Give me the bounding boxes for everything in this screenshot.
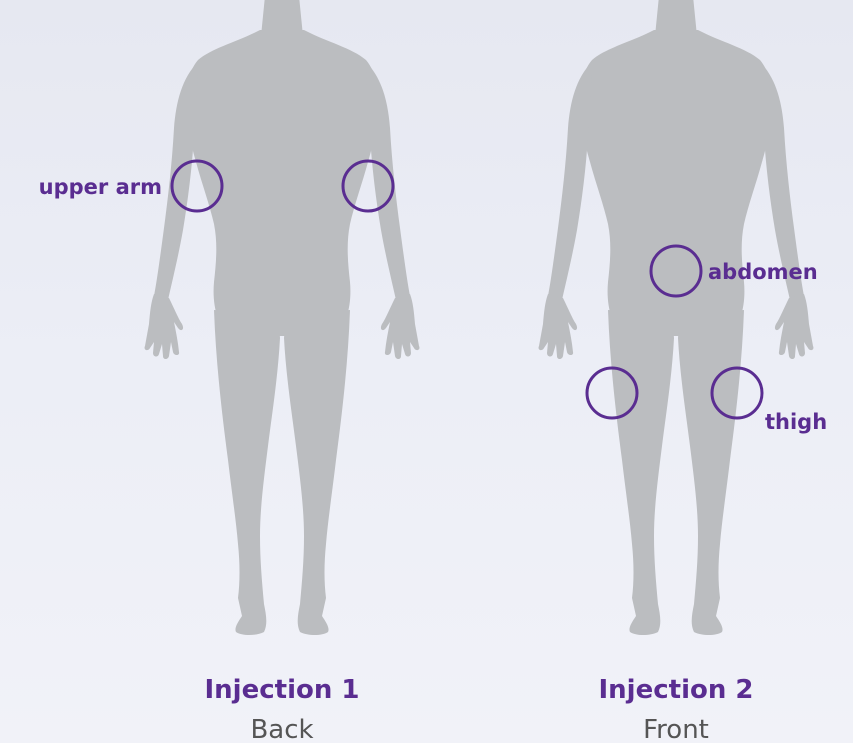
body-silhouette-back: [145, 0, 420, 635]
injection-1-title: Injection 1: [205, 675, 360, 705]
body-silhouette-front: [539, 0, 814, 635]
upper-arm-label: upper arm: [39, 175, 162, 199]
injection-2-title: Injection 2: [599, 675, 754, 705]
front-view-label: Front: [643, 715, 709, 743]
thigh-label: thigh: [765, 410, 827, 434]
abdomen-label: abdomen: [708, 260, 818, 284]
figure-back-view: upper arm Injection 1 Back: [39, 0, 420, 743]
back-view-label: Back: [250, 715, 313, 743]
figure-front-view: abdomen thigh Injection 2 Front: [539, 0, 828, 743]
